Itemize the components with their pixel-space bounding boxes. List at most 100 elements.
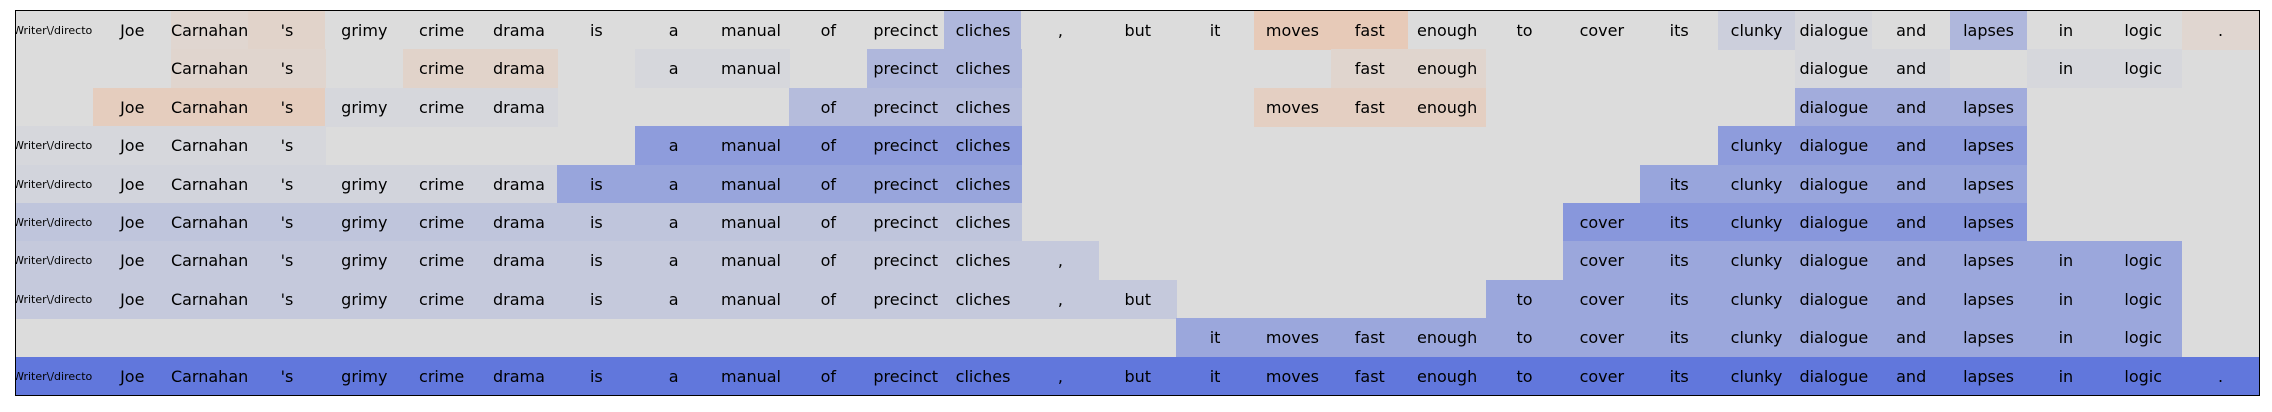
- heatmap-cell: cover: [1562, 318, 1641, 358]
- heatmap-cell: a: [634, 164, 713, 204]
- heatmap-cell: and: [1872, 318, 1951, 358]
- heatmap-cell: dialogue: [1794, 203, 1873, 242]
- heatmap-cell: to: [1485, 318, 1564, 358]
- heatmap-cell: Carnahan: [170, 126, 249, 166]
- heatmap-cell: to: [1485, 356, 1564, 395]
- heatmap-cell: [1486, 241, 1564, 280]
- heatmap-cell: [248, 318, 326, 357]
- heatmap-cell: [1021, 49, 1099, 88]
- heatmap-cell: in: [2026, 49, 2105, 89]
- heatmap-cell: is: [557, 279, 636, 319]
- heatmap-cell: cover: [1562, 11, 1641, 50]
- heatmap-cell: [2182, 126, 2259, 165]
- heatmap-cell: [1099, 88, 1177, 127]
- heatmap-cell: cover: [1562, 356, 1641, 395]
- heatmap-cell: Carnahan: [170, 49, 249, 89]
- heatmap-cell: [171, 318, 249, 357]
- heatmap-cell: grimy: [325, 279, 404, 319]
- heatmap-cell: [1021, 165, 1099, 204]
- heatmap-cell: cover: [1562, 279, 1641, 319]
- heatmap-cell: cliches: [944, 11, 1022, 50]
- heatmap-cell: Writer\/director: [16, 11, 97, 50]
- heatmap-cell: Joe: [93, 203, 172, 242]
- heatmap-cell: manual: [712, 241, 790, 281]
- heatmap-cell: of: [789, 164, 868, 204]
- heatmap-cell: enough: [1408, 11, 1487, 50]
- heatmap-cell: drama: [480, 203, 558, 242]
- heatmap-cell: precinct: [866, 49, 945, 89]
- heatmap-cell: [93, 49, 171, 88]
- heatmap-cell: Joe: [93, 11, 172, 50]
- heatmap-cell: fast: [1330, 49, 1409, 89]
- heatmap-cell: [2104, 165, 2182, 204]
- heatmap-cell: of: [789, 356, 868, 395]
- heatmap-cell: [1021, 203, 1099, 242]
- heatmap-cell: lapses: [1949, 87, 2028, 127]
- heatmap-cell: [2104, 203, 2182, 242]
- heatmap-cell: [480, 318, 558, 357]
- heatmap-cell: Joe: [93, 87, 172, 127]
- heatmap-cell: [1099, 49, 1177, 88]
- heatmap-cell: [480, 126, 558, 165]
- heatmap-cell: [403, 126, 481, 165]
- heatmap-cell: [2104, 88, 2182, 127]
- heatmap-cell: [1176, 88, 1254, 127]
- heatmap-cell: [1486, 126, 1564, 165]
- heatmap-cell: [557, 318, 635, 357]
- heatmap-cell: 's: [248, 164, 326, 204]
- heatmap-cell: 's: [248, 279, 326, 319]
- heatmap-cell: lapses: [1949, 356, 2028, 395]
- heatmap-cell: [16, 88, 94, 127]
- heatmap-cell: Writer\/director: [16, 356, 97, 395]
- heatmap-cell: [1950, 49, 2028, 88]
- heatmap-cell: precinct: [866, 126, 945, 166]
- heatmap-cell: but: [1098, 356, 1177, 395]
- heatmap-cell: manual: [712, 203, 790, 242]
- heatmap-cell: cover: [1562, 203, 1641, 242]
- heatmap-cell: [93, 318, 171, 357]
- heatmap-cell: crime: [402, 356, 481, 395]
- heatmap-cell: [1563, 49, 1641, 88]
- heatmap-cell: [325, 49, 403, 88]
- heatmap-cell: [1176, 203, 1254, 242]
- heatmap-cell: 's: [248, 241, 326, 281]
- heatmap-cell: it: [1176, 318, 1255, 358]
- heatmap-cell: lapses: [1949, 241, 2028, 281]
- heatmap-cell: [944, 318, 1022, 357]
- heatmap-cell: [1563, 88, 1641, 127]
- heatmap-cell: [1021, 318, 1099, 357]
- heatmap-cell: .: [2181, 11, 2259, 50]
- heatmap-cell: in: [2026, 356, 2105, 395]
- heatmap-cell: clunky: [1717, 356, 1796, 395]
- heatmap-cell: precinct: [866, 87, 945, 127]
- heatmap-cell: of: [789, 203, 868, 242]
- heatmap-cell: moves: [1253, 318, 1332, 358]
- heatmap-cell: lapses: [1949, 203, 2028, 242]
- heatmap-cell: [557, 88, 635, 127]
- heatmap-cell: its: [1640, 203, 1719, 242]
- heatmap-cell: fast: [1330, 11, 1409, 50]
- heatmap-cell: dialogue: [1794, 11, 1873, 50]
- heatmap-cell: but: [1098, 279, 1177, 319]
- heatmap-cell: moves: [1253, 356, 1332, 395]
- heatmap-cell: [1718, 49, 1796, 88]
- heatmap-cell: drama: [480, 241, 558, 281]
- heatmap-cell: Carnahan: [170, 203, 249, 242]
- heatmap-cell: [789, 49, 867, 88]
- heatmap-cell: of: [789, 87, 868, 127]
- heatmap-cell: is: [557, 164, 636, 204]
- heatmap-cell: and: [1872, 279, 1951, 319]
- heatmap-cell: dialogue: [1794, 241, 1873, 281]
- heatmap-cell: 's: [248, 126, 326, 166]
- heatmap-cell: a: [634, 126, 713, 166]
- heatmap-cell: [1176, 241, 1254, 280]
- heatmap-cell: [1640, 126, 1718, 165]
- heatmap-cell: enough: [1408, 318, 1487, 358]
- heatmap-cell: clunky: [1717, 203, 1796, 242]
- heatmap-cell: [1486, 88, 1564, 127]
- heatmap-cell: [1254, 241, 1332, 280]
- heatmap-cell: [867, 318, 945, 357]
- heatmap-cell: [1331, 126, 1409, 165]
- heatmap-cell: Carnahan: [170, 356, 249, 395]
